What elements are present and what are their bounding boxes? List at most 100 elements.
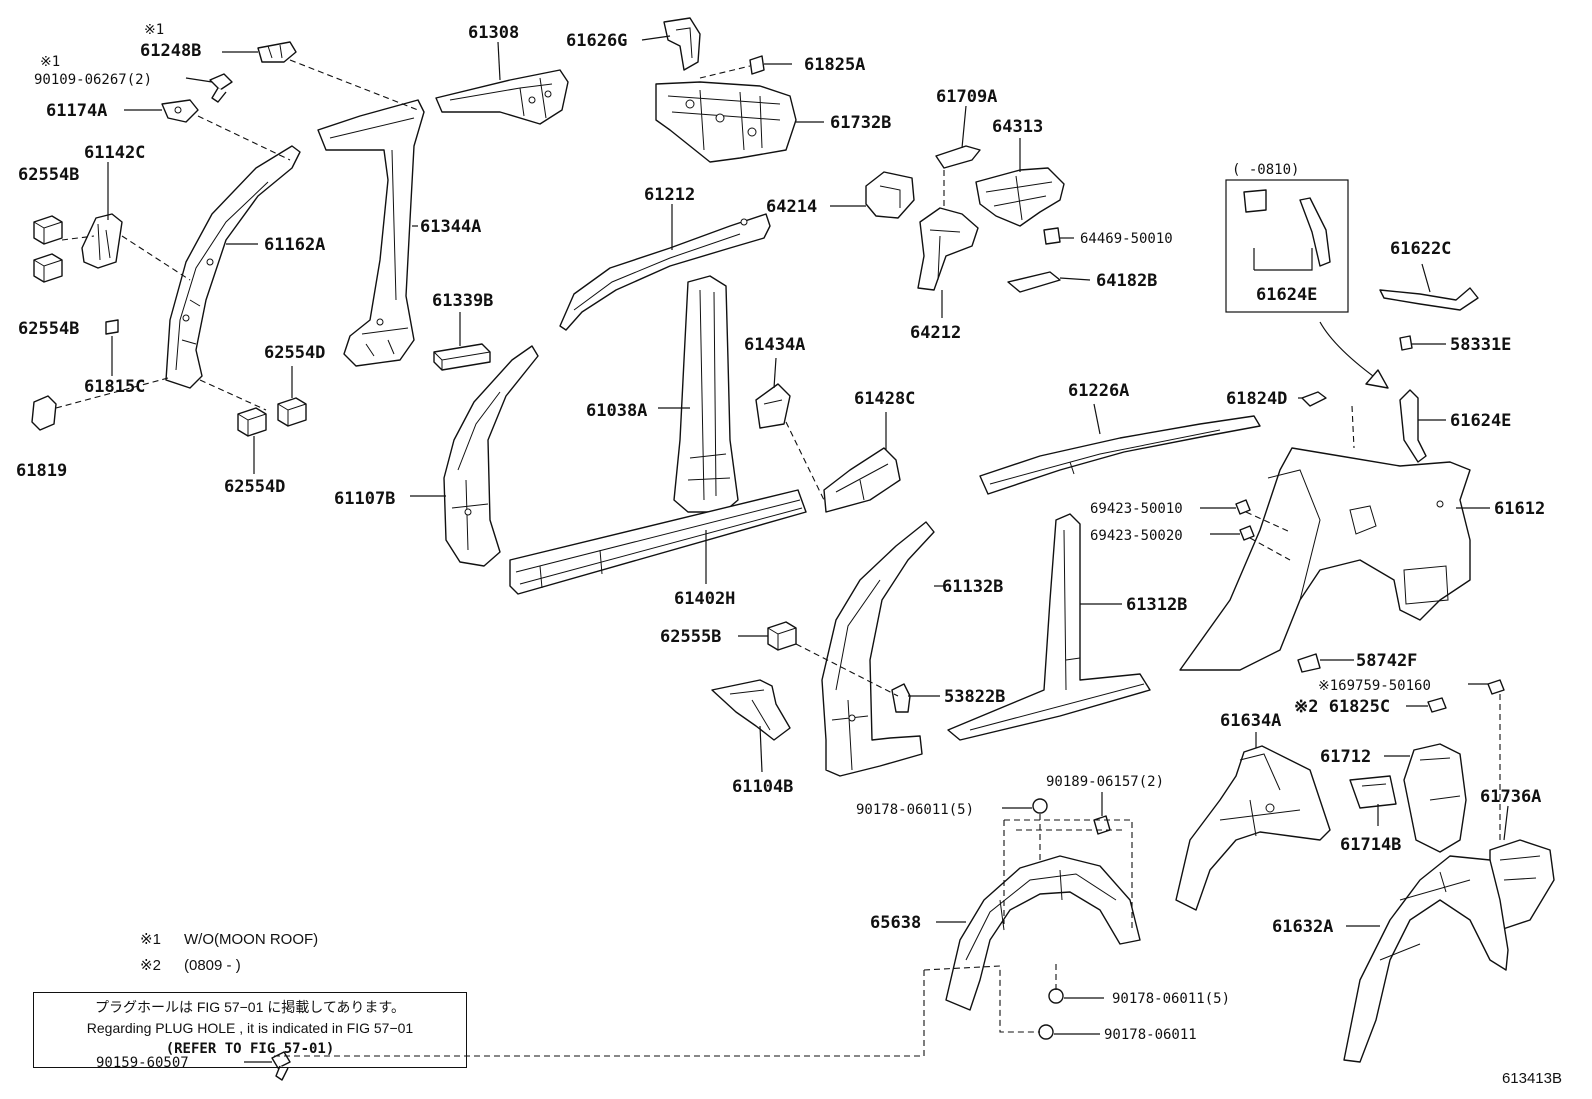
part-61312B-center-pillar: [947, 513, 1151, 741]
note-line-english: Regarding PLUG HOLE , it is indicated in…: [86, 1020, 414, 1036]
label-61712: 61712: [1320, 747, 1371, 767]
label-61732B: 61732B: [830, 113, 891, 133]
part-90189-clip: [1093, 815, 1111, 835]
label-90178-06011: 90178-06011: [1104, 1027, 1197, 1043]
note-reference-link[interactable]: (REFER TO FIG 57-01): [165, 1041, 335, 1057]
label-61428C: 61428C: [854, 389, 915, 409]
part-61624E-extension: [1399, 389, 1427, 463]
label-90178-06011-5-top: 90178-06011(5): [856, 802, 974, 818]
part-61308-roof-rail: [435, 69, 569, 125]
part-61626G-bracket: [663, 17, 701, 71]
part-61714B-bracket: [1349, 775, 1397, 809]
part-64182B-plate: [1007, 271, 1061, 293]
part-61612-quarter-panel: [1179, 447, 1471, 671]
part-61142C-bracket: [81, 213, 123, 269]
label-61825A: 61825A: [804, 55, 865, 75]
label-58331E: 58331E: [1450, 335, 1511, 355]
callout-box-61624E: [1225, 179, 1349, 313]
part-61104B-bracket: [711, 679, 791, 741]
label-62554D-bottom: 62554D: [224, 477, 285, 497]
label-61344A: 61344A: [420, 217, 481, 237]
footnote-legend: ※1 W/O(MOON ROOF) ※2 (0809 - ): [140, 927, 318, 979]
label-58742F: 58742F: [1356, 651, 1417, 671]
leader-lines: [107, 35, 1509, 1063]
label-61142C: 61142C: [84, 143, 145, 163]
label-90109-mark: ※1: [40, 54, 60, 70]
label-90189-06157: 90189-06157(2): [1046, 774, 1164, 790]
part-90178-nut-top: [1032, 798, 1048, 814]
label-64313: 64313: [992, 117, 1043, 137]
part-61132B-front-pillar: [821, 521, 935, 777]
part-61622C-rail: [1379, 287, 1479, 311]
part-62554B-block-bottom: [33, 253, 63, 283]
part-61174A-bracket: [161, 99, 199, 123]
label-64182B: 64182B: [1096, 271, 1157, 291]
part-61107B-front-pillar-lower: [443, 345, 539, 567]
label-69759-50160: ※169759-50160: [1318, 678, 1431, 694]
arrow-to-61624E: [1319, 321, 1389, 389]
part-labels: ※1 61248B ※1 90109-06267(2) 61174A 61308…: [16, 22, 1545, 1071]
label-61212: 61212: [644, 185, 695, 205]
label-61714B: 61714B: [1340, 835, 1401, 855]
label-64469-50010: 64469-50010: [1080, 231, 1173, 247]
label-90178-06011-5-bottom: 90178-06011(5): [1112, 991, 1230, 1007]
label-62554B-top: 62554B: [18, 165, 79, 185]
part-65638-liner: [945, 855, 1141, 1011]
part-61732B-inner-panel: [655, 81, 797, 163]
label-61434A: 61434A: [744, 335, 805, 355]
label-62554B-bottom: 62554B: [18, 319, 79, 339]
label-61622C: 61622C: [1390, 239, 1451, 259]
label-61624E-box: 61624E: [1256, 285, 1317, 305]
part-61819-cap: [31, 395, 57, 431]
label-65638: 65638: [870, 913, 921, 933]
part-90109-bolt: [209, 73, 233, 103]
label-62555B: 62555B: [660, 627, 721, 647]
part-61038A-center-pillar-outer: [673, 275, 739, 513]
part-62554D-block-right: [277, 397, 307, 427]
label-64212: 64212: [910, 323, 961, 343]
part-58742F-pad: [1297, 653, 1321, 673]
legend-mark-2: ※2: [140, 957, 161, 974]
part-61212-roof-side-rail: [559, 213, 771, 331]
part-64214-bracket: [865, 171, 915, 219]
part-69423-50010-clip: [1235, 499, 1251, 515]
part-61709A-bracket: [935, 145, 981, 169]
part-62554D-block-left: [237, 407, 267, 437]
legend-mark-1: ※1: [140, 931, 161, 948]
legend-row-1: ※1 W/O(MOON ROOF): [140, 927, 318, 953]
label-61248B-mark: ※1: [144, 22, 164, 38]
part-64212-bracket: [917, 207, 979, 291]
label-61819: 61819: [16, 461, 67, 481]
label-61107B: 61107B: [334, 489, 395, 509]
label-61132B: 61132B: [942, 577, 1003, 597]
label-69423-50010: 69423-50010: [1090, 501, 1183, 517]
part-61402H-rocker: [509, 489, 807, 595]
part-64469-clip: [1043, 227, 1061, 245]
legend-text-2: (0809 - ): [184, 957, 241, 974]
label-61634A: 61634A: [1220, 711, 1281, 731]
part-61226A-roof-rail-rear: [979, 415, 1261, 495]
part-61624E-boxed: [1243, 189, 1331, 267]
part-61339B-pad: [433, 343, 491, 371]
figure-number: 613413B: [1501, 1070, 1562, 1087]
label-61104B: 61104B: [732, 777, 793, 797]
part-61248B-clip: [257, 41, 297, 63]
legend-text-1: W/O(MOON ROOF): [184, 931, 319, 948]
label-61226A: 61226A: [1068, 381, 1129, 401]
label-61825C: ※2 61825C: [1294, 697, 1390, 717]
legend-row-2: ※2 (0809 - ): [140, 953, 318, 979]
label-61626G: 61626G: [566, 31, 627, 51]
part-90178-nut-bottom: [1048, 988, 1064, 1004]
part-69423-50020-clip: [1239, 525, 1255, 541]
part-61162A-pillar: [165, 145, 301, 389]
label-61624E-box-date: ( -0810): [1232, 162, 1299, 178]
label-61162A: 61162A: [264, 235, 325, 255]
label-61709A: 61709A: [936, 87, 997, 107]
label-61174A: 61174A: [46, 101, 107, 121]
note-line-japanese: プラグホールは FIG 57−01 に掲載してあります。: [94, 999, 406, 1015]
label-90109-06267: 90109-06267(2): [34, 72, 152, 88]
label-61248B: 61248B: [140, 41, 201, 61]
part-53822B-bracket: [891, 683, 911, 713]
part-61825C-pad: [1427, 697, 1447, 713]
